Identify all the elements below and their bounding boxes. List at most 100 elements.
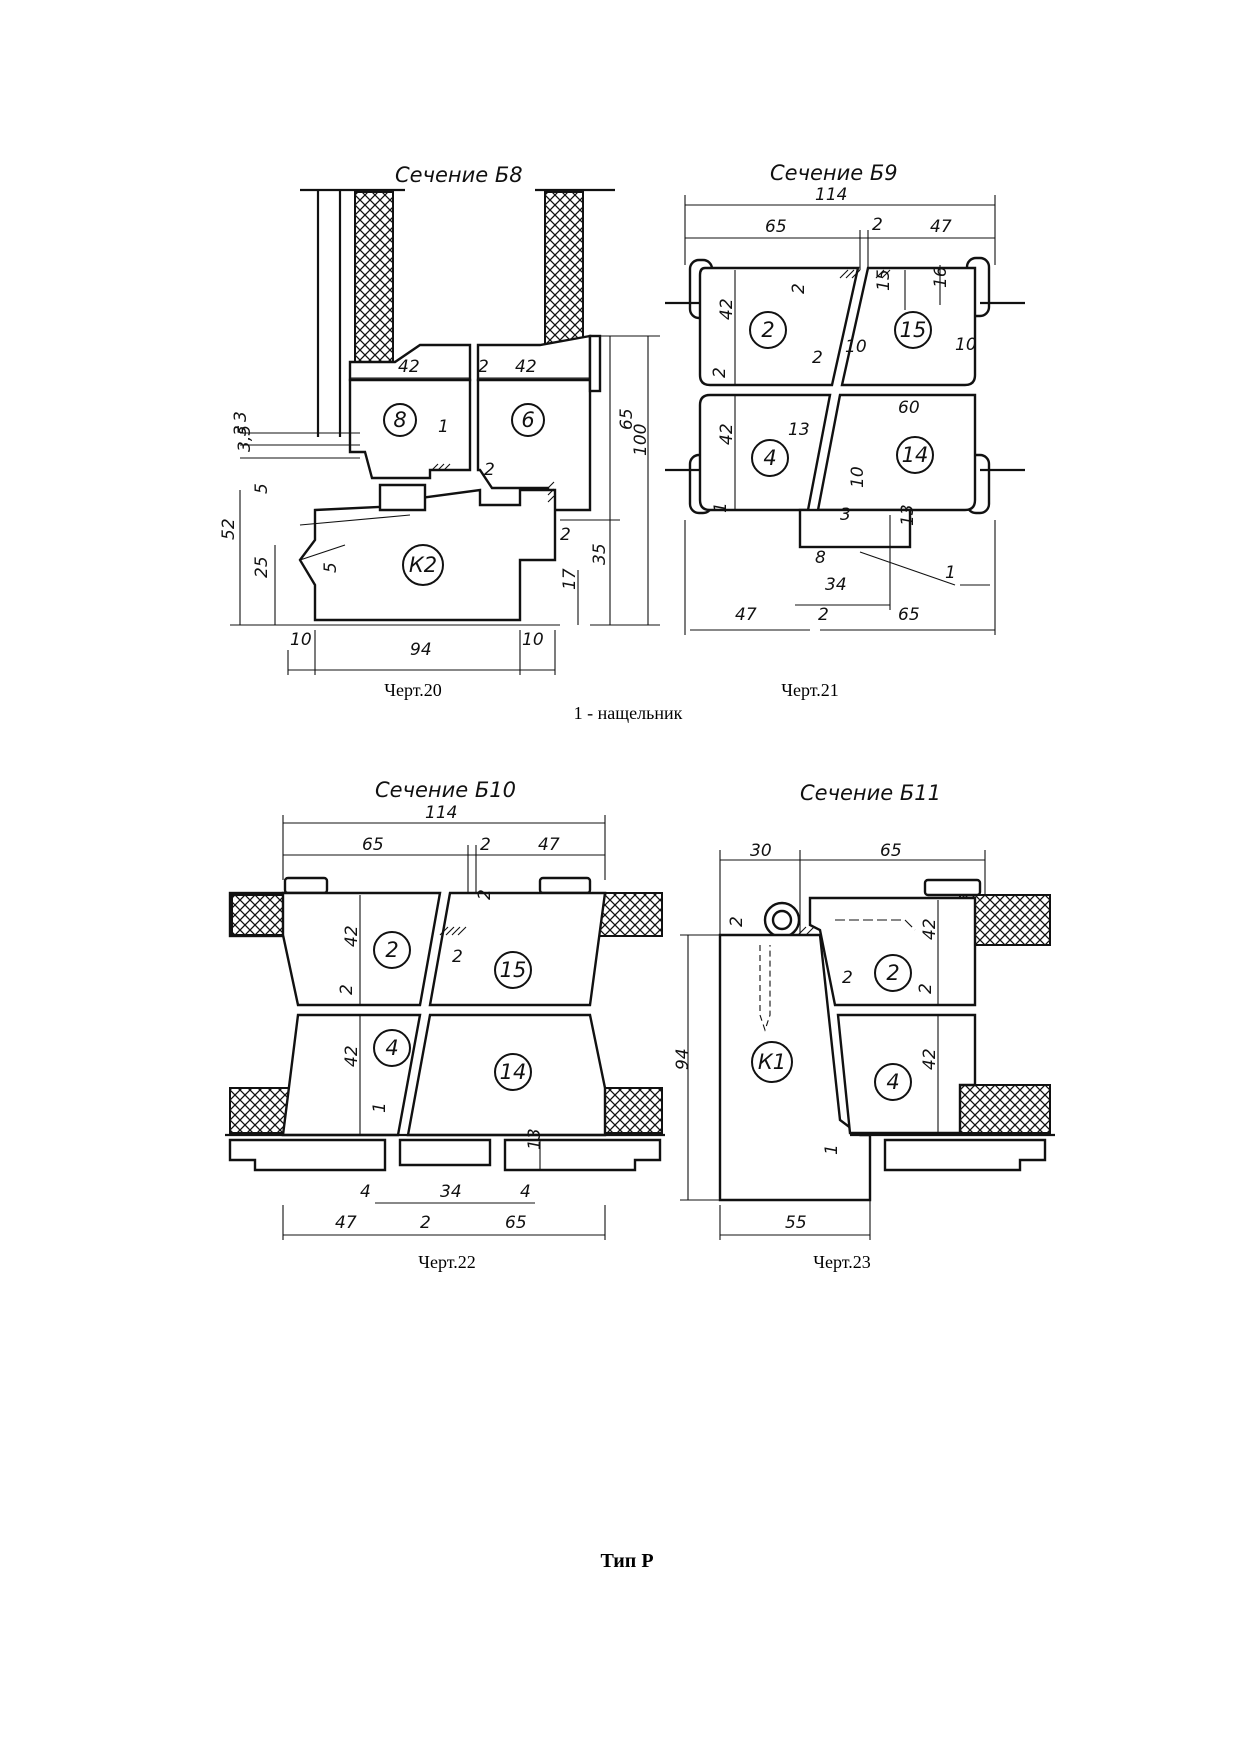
sash-2: [281, 891, 442, 1007]
dimension: 2: [560, 525, 571, 545]
part-label: 8: [393, 408, 406, 432]
part-label: 15: [500, 958, 527, 982]
part-label: К2: [409, 553, 437, 577]
section-heading: Тип Р: [600, 1550, 654, 1572]
dimension: 25: [252, 556, 272, 578]
dimension: 2: [727, 916, 747, 927]
fig-b10-title: Сечение Б10: [375, 778, 516, 802]
dimension: 47: [538, 835, 560, 855]
dimension: 2: [818, 605, 829, 625]
dimension: 13: [898, 504, 918, 526]
dimension: 42: [920, 918, 940, 940]
dimension: 2: [789, 283, 809, 294]
dimension: 2: [480, 835, 491, 855]
dimension: 2: [842, 968, 853, 988]
dimension: 2: [478, 357, 489, 377]
part-label: 2: [761, 318, 774, 342]
dimension: 94: [673, 1048, 693, 1070]
dimension: 47: [930, 217, 952, 237]
dimension: 3: [231, 411, 251, 422]
caption-chert-23: Черт.23: [813, 1252, 871, 1272]
dimension: 47: [735, 605, 757, 625]
dimension: 3: [231, 425, 251, 436]
dimension: 16: [931, 266, 951, 288]
dimension: 2: [420, 1213, 431, 1233]
dimension: 65: [362, 835, 384, 855]
fig-b8-title: Сечение Б8: [395, 163, 523, 187]
dimension: 2: [475, 889, 495, 900]
dimension: 100: [631, 424, 651, 456]
dimension: 17: [560, 568, 580, 590]
part-label: 6: [521, 408, 534, 432]
dimension: 10: [522, 630, 544, 650]
dimension: 1: [711, 502, 731, 513]
dimension: 10: [848, 466, 868, 488]
part-label: 2: [385, 938, 398, 962]
dimension: 30: [750, 841, 772, 861]
dimension: 13: [525, 1128, 545, 1150]
figure-b9: Сечение Б9 114 65 2 47 2 15: [665, 161, 1025, 635]
dimension: 1: [438, 417, 449, 437]
dimension: 65: [505, 1213, 527, 1233]
dimension: 34: [440, 1182, 462, 1202]
dimension: 42: [920, 1048, 940, 1070]
dimension: 94: [410, 640, 432, 660]
dimension: 42: [398, 357, 420, 377]
figure-b10: Сечение Б10 114 65 2 47 2: [225, 778, 665, 1240]
dimension: 47: [335, 1213, 357, 1233]
dimension: 34: [825, 575, 847, 595]
dimension: 42: [515, 357, 537, 377]
dimension: 42: [342, 1045, 362, 1067]
dimension: 65: [898, 605, 920, 625]
insulation-b8-right: [544, 191, 584, 363]
dimension: 55: [785, 1213, 807, 1233]
dimension: 65: [617, 408, 637, 430]
figure-b8: Сечение Б8 8 6 К2: [219, 163, 660, 675]
dimension: 5: [321, 562, 341, 573]
caption-chert-21: Черт.21: [781, 680, 839, 700]
dimension: 8: [815, 548, 826, 568]
dimension: 60: [898, 398, 920, 418]
dimension: 2: [337, 984, 357, 995]
dimension: 3: [840, 505, 851, 525]
part-label: 4: [763, 446, 776, 470]
dimension: 4: [520, 1182, 531, 1202]
dimension: 2: [812, 348, 823, 368]
dimension: 2: [710, 367, 730, 378]
sash-2: [808, 896, 977, 1007]
dimension: 1: [945, 563, 956, 583]
dimension: 52: [219, 518, 239, 540]
dimension: 42: [717, 298, 737, 320]
dimension: 65: [765, 217, 787, 237]
figure-b11: Сечение Б11 30 65 2 К1 4: [673, 781, 1055, 1240]
dimension: 65: [880, 841, 902, 861]
dimension: 2: [452, 947, 463, 967]
dimension: 114: [815, 185, 847, 205]
part-label: 2: [886, 961, 899, 985]
part-label: 4: [886, 1070, 899, 1094]
part-label: 4: [385, 1036, 398, 1060]
insulation-b8-left: [354, 191, 394, 363]
dimension: 35: [590, 543, 610, 565]
dimension: 114: [425, 803, 457, 823]
dimension: 1: [822, 1144, 842, 1155]
dimension: 4: [360, 1182, 371, 1202]
dimension: 1: [370, 1102, 390, 1113]
legend-note: 1 - нащельник: [573, 703, 683, 723]
part-label: 14: [902, 443, 929, 467]
dimension: 5: [252, 483, 272, 494]
dimension: 10: [290, 630, 312, 650]
dimension: 2: [916, 983, 936, 994]
caption-chert-22: Черт.22: [418, 1252, 476, 1272]
dimension: 10: [845, 337, 867, 357]
part-label: 15: [900, 318, 927, 342]
fig-b9-title: Сечение Б9: [770, 161, 898, 185]
fig-b11-title: Сечение Б11: [800, 781, 941, 805]
dimension: 3,5: [235, 425, 255, 452]
dimension: 15: [874, 269, 894, 291]
dimension: 2: [872, 215, 883, 235]
part-label: 14: [500, 1060, 527, 1084]
dimension: 42: [342, 925, 362, 947]
dimension: 42: [717, 423, 737, 445]
